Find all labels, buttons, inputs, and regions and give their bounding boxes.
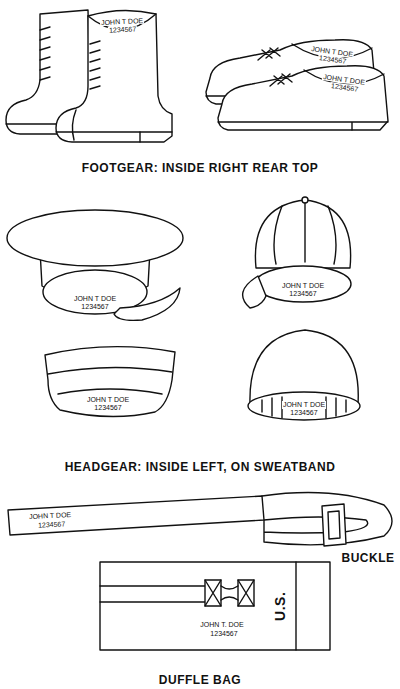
boot-drawing-part: [139, 132, 140, 142]
marking-text: JOHN T DOE: [86, 396, 130, 403]
shoe-drawing-part: [218, 66, 388, 130]
baseball-cap-drawing: [243, 197, 351, 308]
part-label: BUCKLE: [341, 552, 396, 565]
helmet-drawing-part: [262, 397, 346, 418]
duffle-bag-drawing-part: [205, 580, 254, 606]
service-cap-drawing-part: [114, 288, 180, 320]
marking-text: 1234567: [80, 303, 109, 310]
boot-drawing-part: [56, 131, 172, 132]
boot-drawing: [6, 10, 172, 142]
marking-text: 1234567: [289, 409, 318, 416]
garrison-cap-drawing-part: [48, 367, 172, 374]
baseball-cap-drawing-part: [243, 276, 266, 308]
boot-drawing-part: [40, 27, 50, 80]
duffle-bag-drawing-part: [100, 586, 205, 602]
helmet-drawing-part: [248, 392, 360, 420]
boot-drawing-part: [56, 10, 172, 142]
shoe-drawing-part: [218, 122, 388, 130]
garrison-cap-drawing-part: [58, 389, 162, 394]
garrison-cap-drawing: [45, 347, 175, 417]
baseball-cap-drawing-part: [302, 197, 308, 203]
belt-drawing-part: [322, 504, 346, 546]
service-cap-drawing-part: [7, 210, 183, 266]
boot-drawing-part: [72, 110, 76, 140]
shoe-drawing: [206, 40, 388, 130]
service-cap-drawing: [7, 210, 183, 320]
belt-drawing: [8, 493, 392, 546]
duffle-bag-drawing-part: [295, 562, 296, 650]
duffle-bag-drawing: [100, 562, 330, 650]
caption: DUFFLE BAG: [158, 674, 242, 687]
stencil-text: U.S.: [274, 590, 289, 621]
caption: FOOTGEAR: INSIDE RIGHT REAR TOP: [81, 162, 320, 175]
marking-text: 1234567: [93, 404, 122, 411]
marking-text: JOHN T DOE: [281, 282, 325, 289]
caption: HEADGEAR: INSIDE LEFT, ON SWEATBAND: [64, 461, 337, 474]
marking-text: 1234567: [288, 290, 317, 297]
garrison-cap-drawing-part: [45, 347, 175, 417]
duffle-bag-drawing-part: [221, 586, 238, 600]
baseball-cap-drawing-part: [274, 200, 336, 264]
marking-text: JOHN T DOE: [282, 401, 326, 408]
helmet-drawing: [248, 330, 360, 420]
belt-drawing-part: [328, 511, 340, 539]
belt-drawing-part: [8, 496, 264, 535]
shoe-drawing-part: [270, 74, 292, 86]
shoe-drawing-part: [258, 48, 280, 60]
marking-text: 1234567: [209, 630, 238, 637]
baseball-cap-drawing-part: [255, 200, 350, 268]
marking-text: JOHN T DOE: [73, 295, 117, 302]
duffle-bag-drawing-part: [100, 562, 330, 650]
marking-text: JOHN T. DOE: [199, 621, 244, 628]
boot-drawing-part: [90, 41, 100, 89]
baseball-cap-drawing-part: [255, 266, 351, 302]
